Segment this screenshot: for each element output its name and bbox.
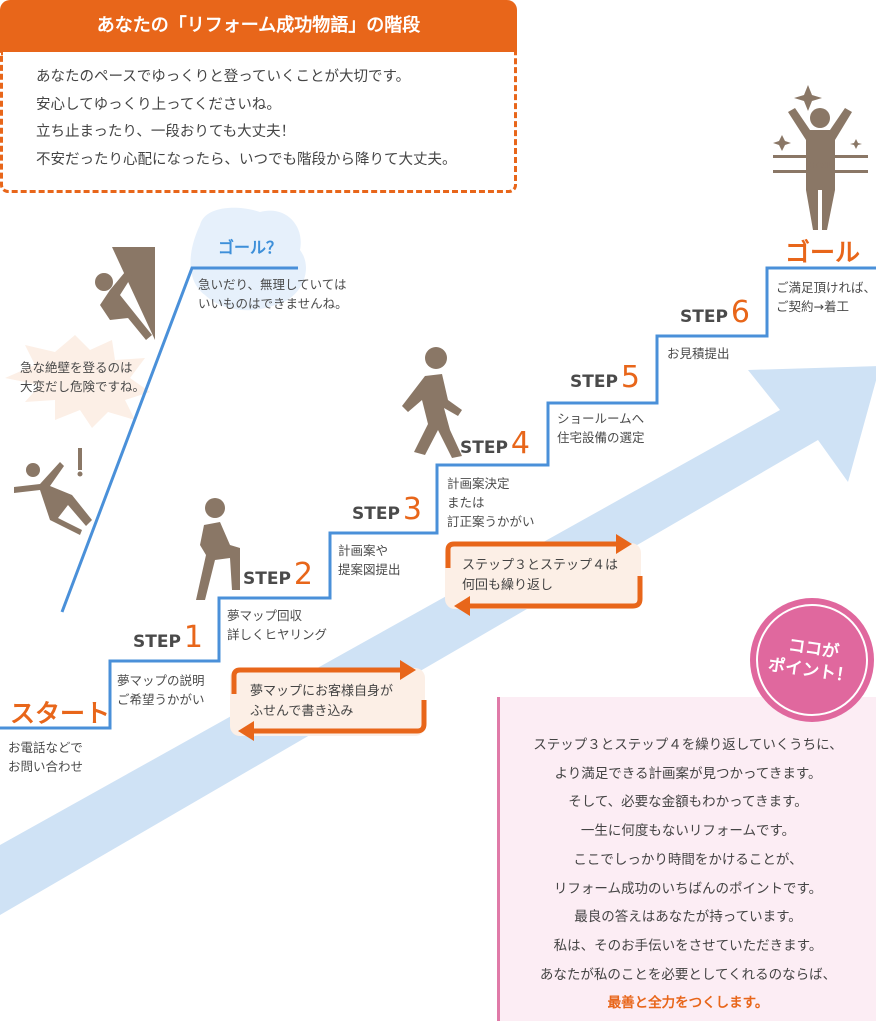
goal-person-icon: GOAL — [773, 85, 868, 230]
line: 急な絶壁を登るのは — [20, 360, 133, 375]
intro-line: あなたのペースでゆっくりと登っていくことが大切です。 — [36, 69, 411, 85]
line: 計画案や — [338, 543, 389, 558]
point-box: ステップ３とステップ４を繰り返していくうちに、 より満足できる計画案が見つかって… — [497, 697, 876, 1021]
loop-2-text: ステップ３とステップ４は何回も繰り返し — [462, 556, 618, 596]
walking-person-icon — [196, 498, 240, 600]
goal-label: ゴール — [785, 238, 861, 267]
point-badge: ココがポイント！ — [748, 596, 876, 724]
goal-cloud — [190, 207, 306, 311]
line: ふせんで書き込み — [250, 704, 354, 719]
start-label: スタート — [10, 699, 111, 728]
point-line: ステップ３とステップ４を繰り返していくうちに、 — [533, 737, 843, 753]
point-line: リフォーム成功のいちばんのポイントです。 — [553, 880, 823, 897]
loop-box-1 — [230, 668, 425, 736]
step-3-desc: 計画案や提案図提出 — [338, 541, 401, 579]
step-6-desc: お見積提出 — [667, 344, 730, 363]
goal-desc: ご満足頂ければ、ご契約→着工 — [776, 278, 876, 316]
step-number: 5 — [620, 360, 641, 395]
point-line: より満足できる計画案が見つかってきます。 — [554, 765, 822, 782]
line: お問い合わせ — [8, 759, 84, 774]
step-1-desc: 夢マップの説明ご希望うかがい — [117, 671, 205, 709]
point-line: 私は、そのお手伝いをさせていただきます。 — [553, 937, 823, 954]
line: お見積提出 — [667, 346, 730, 361]
point-line: そして、必要な金額もわかってきます。 — [568, 794, 808, 811]
line: ご契約→着工 — [776, 299, 849, 314]
goal-question-desc: 急いだり、無理していてはいいものはできませんね。 — [198, 275, 348, 313]
step-number: 2 — [293, 557, 314, 592]
line: 夢マップ回収 — [227, 608, 303, 623]
walking-person-icon-2 — [402, 347, 462, 458]
step-word: STEP — [133, 632, 181, 652]
point-line: ここでしっかり時間をかけることが、 — [573, 851, 803, 868]
line: お電話などで — [8, 740, 83, 755]
step-number: 1 — [183, 620, 204, 655]
progress-arrow — [0, 366, 876, 915]
falling-person-icon — [14, 448, 92, 535]
step-word: STEP — [460, 438, 508, 458]
danger-text: 急な絶壁を登るのは大変だし危険ですね。 — [20, 358, 145, 396]
step-word: STEP — [243, 569, 291, 589]
line: ご満足頂ければ、 — [776, 280, 876, 295]
intro-line: 不安だったり心配になったら、いつでも階段から降りて大丈夫。 — [36, 151, 457, 168]
intro-line: 安心してゆっくり上ってくださいね。 — [36, 96, 281, 113]
point-line: あなたが私のことを必要としてくれるのならば、 — [539, 966, 837, 983]
line: 夢マップの説明 — [117, 673, 205, 688]
steep-path — [60, 266, 298, 613]
step-word: STEP — [570, 372, 618, 392]
start-desc: お電話などでお問い合わせ — [8, 738, 83, 776]
loop-1-text: 夢マップにお客様自身がふせんで書き込み — [250, 682, 393, 722]
line: ショールームへ — [557, 411, 645, 426]
step-word: STEP — [680, 307, 728, 327]
point-line: 一生に何度もないリフォームです。 — [580, 823, 796, 840]
step-2-desc: 夢マップ回収詳しくヒヤリング — [227, 606, 327, 644]
step-number: 4 — [510, 426, 531, 461]
step-5-desc: ショールームへ住宅設備の選定 — [557, 409, 645, 447]
step-word: STEP — [352, 504, 400, 524]
badge-line: ポイント！ — [766, 655, 854, 687]
line: 住宅設備の選定 — [557, 430, 645, 445]
intro-text: あなたのペースでゆっくりと登っていくことが大切です。 安心してゆっくり上ってくだ… — [0, 52, 517, 193]
staircase — [0, 266, 876, 730]
intro-line: 立ち止まったり、一段おりても大丈夫！ — [36, 124, 296, 140]
line: 詳しくヒヤリング — [227, 627, 328, 642]
line: 夢マップにお客様自身が — [250, 684, 394, 699]
line: 何回も繰り返し — [462, 578, 554, 593]
line: 計画案決定 — [447, 476, 510, 491]
line: いいものはできませんね。 — [198, 296, 348, 311]
climber-icon — [95, 247, 155, 340]
goal-ribbon-text: GOAL — [808, 161, 832, 170]
loop-box-2 — [445, 543, 641, 609]
line: 急いだり、無理していては — [198, 277, 347, 292]
line: 訂正案うかがい — [447, 514, 535, 529]
step-4-desc: 計画案決定または訂正案うかがい — [447, 474, 535, 531]
line: または — [447, 495, 485, 510]
line: 提案図提出 — [338, 562, 401, 577]
line: ご希望うかがい — [117, 692, 205, 707]
step-number: 6 — [730, 295, 751, 330]
danger-burst — [5, 335, 150, 428]
point-line: 最良の答えはあなたが持っています。 — [574, 909, 802, 926]
line: 大変だし危険ですね。 — [20, 379, 146, 394]
page-title: あなたの「リフォーム成功物語」の階段 — [0, 0, 517, 52]
step-number: 3 — [402, 492, 423, 527]
line: ステップ３とステップ４は — [462, 558, 619, 573]
goal-question: ゴール？ — [218, 238, 283, 257]
point-highlight: 最善と全力をつくします。 — [607, 995, 769, 1012]
